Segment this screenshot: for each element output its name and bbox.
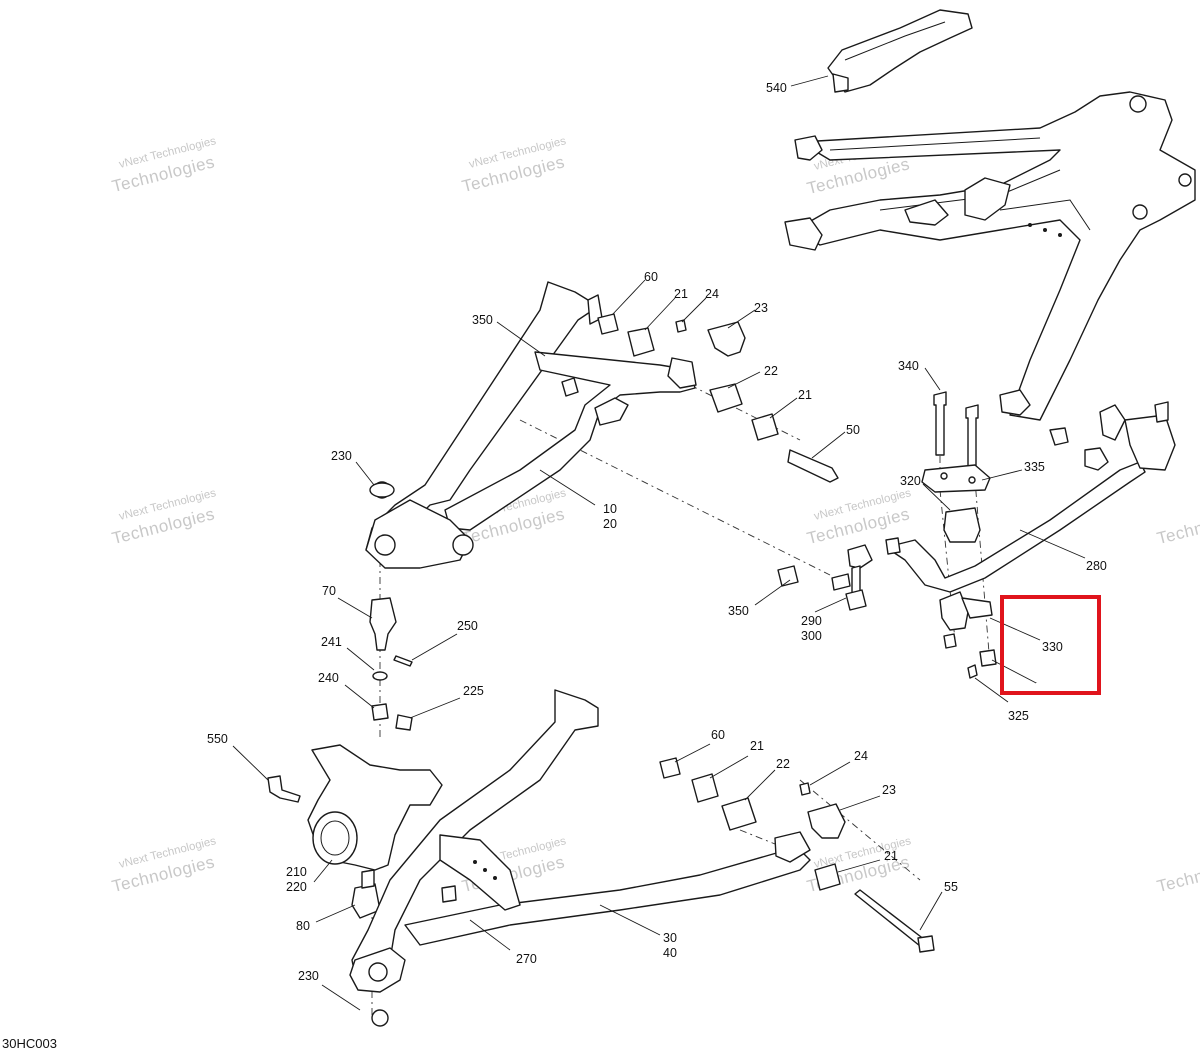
- highlight-box-330: [1000, 595, 1101, 695]
- callout-330: 330: [1042, 640, 1063, 654]
- callout-60: 60: [711, 728, 725, 742]
- callout-22: 22: [776, 757, 790, 771]
- callout-55: 55: [944, 880, 958, 894]
- callout-21: 21: [674, 287, 688, 301]
- lower-pivot-hardware: [659, 757, 935, 953]
- callout-20: 20: [603, 517, 617, 531]
- callout-240: 240: [318, 671, 339, 685]
- callout-80: 80: [296, 919, 310, 933]
- upper-a-arm-10-20: [365, 281, 697, 569]
- callout-10: 10: [603, 502, 617, 516]
- svg-text:Technologies: Technologies: [1155, 504, 1200, 548]
- callout-350: 350: [728, 604, 749, 618]
- ball-joint-group: [369, 597, 413, 731]
- svg-text:Technologies: Technologies: [1155, 852, 1200, 896]
- callout-241: 241: [321, 635, 342, 649]
- callout-280: 280: [1086, 559, 1107, 573]
- leader-lines: [232, 75, 1086, 1011]
- callout-60: 60: [644, 270, 658, 284]
- upper-pivot-hardware: [597, 313, 839, 483]
- callout-270: 270: [516, 952, 537, 966]
- callout-550: 550: [207, 732, 228, 746]
- callout-50: 50: [846, 423, 860, 437]
- callout-230: 230: [298, 969, 319, 983]
- callout-21: 21: [798, 388, 812, 402]
- callout-24: 24: [854, 749, 868, 763]
- callout-21: 21: [750, 739, 764, 753]
- callout-225: 225: [463, 684, 484, 698]
- label-clip-mask: [1036, 683, 1066, 691]
- callout-325: 325: [1008, 709, 1029, 723]
- circlip-230-upper: [369, 482, 395, 498]
- callout-30: 30: [663, 931, 677, 945]
- callout-22: 22: [764, 364, 778, 378]
- link-rod-290-300: [777, 537, 901, 611]
- callout-40: 40: [663, 946, 677, 960]
- callout-23: 23: [882, 783, 896, 797]
- callout-250: 250: [457, 619, 478, 633]
- callout-23: 23: [754, 301, 768, 315]
- lower-a-arm-30-40: [349, 689, 811, 1027]
- callout-335: 335: [1024, 460, 1045, 474]
- callout-21: 21: [884, 849, 898, 863]
- callout-540: 540: [766, 81, 787, 95]
- callout-290: 290: [801, 614, 822, 628]
- callout-70: 70: [322, 584, 336, 598]
- knuckle-210-220: [267, 744, 443, 919]
- callout-220: 220: [286, 880, 307, 894]
- rear-arm-assembly: [784, 91, 1196, 446]
- callout-24: 24: [705, 287, 719, 301]
- callout-210: 210: [286, 865, 307, 879]
- callout-320: 320: [900, 474, 921, 488]
- bushing-bracket-group: [921, 391, 997, 679]
- part-540-bracket: [827, 9, 973, 93]
- callout-230: 230: [331, 449, 352, 463]
- callout-340: 340: [898, 359, 919, 373]
- sway-bar-280: [889, 401, 1176, 593]
- callout-300: 300: [801, 629, 822, 643]
- callout-labels: 540 60 21 24 23 350 22 21 50 230 10 20 3…: [207, 81, 1107, 983]
- callout-350: 350: [472, 313, 493, 327]
- diagram-code: 30HC003: [2, 1036, 57, 1051]
